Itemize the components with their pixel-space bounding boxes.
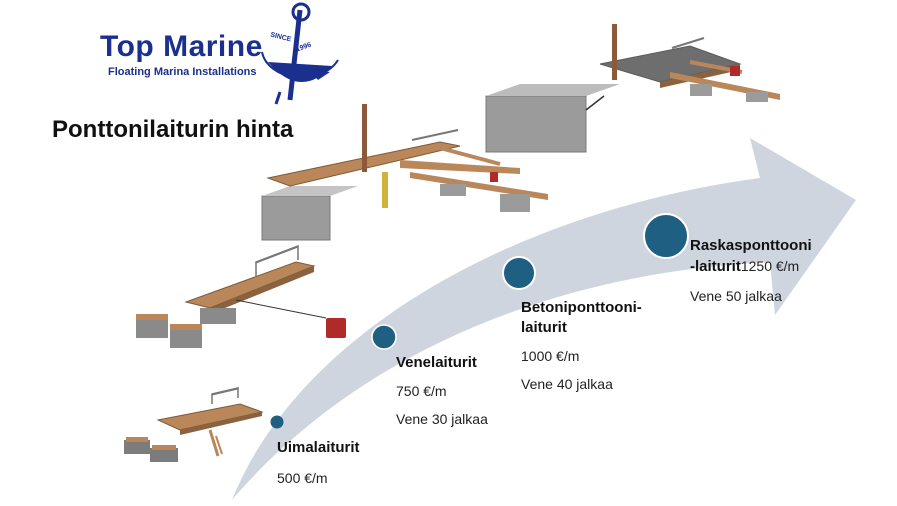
brand-tagline: Floating Marina Installations	[108, 66, 257, 78]
step-2-boat: Vene 30 jalkaa	[396, 411, 488, 427]
step-dot-4	[643, 213, 689, 259]
step-3-price: 1000 €/m	[521, 348, 580, 364]
brand-name: Top Marine	[100, 30, 263, 63]
step-4-boat: Vene 50 jalkaa	[690, 288, 782, 304]
step-2-price: 750 €/m	[396, 383, 447, 399]
step-dot-1	[270, 415, 284, 429]
page-title: Ponttonilaiturin hinta	[52, 116, 294, 143]
heavy-pontoon-dock-illustration	[485, 24, 780, 153]
step-1-name: Uimalaiturit	[277, 439, 360, 456]
boat-dock-illustration	[136, 244, 346, 348]
brand-emblem-icon	[261, 2, 339, 105]
step-4-name-line2: -laiturit	[690, 258, 741, 275]
step-4-name-line1: Raskasponttooni	[690, 237, 812, 254]
step-3-name-line1: Betoniponttooni-	[521, 299, 642, 316]
concrete-pontoon-dock-illustration	[261, 104, 548, 241]
step-4-name-row: -laiturit1250 €/m	[690, 256, 799, 277]
step-3-boat: Vene 40 jalkaa	[521, 376, 613, 392]
step-2-name: Venelaiturit	[396, 354, 477, 371]
progress-arrow	[232, 138, 856, 500]
step-1-price: 500 €/m	[277, 470, 328, 486]
step-dot-2	[371, 324, 397, 350]
step-4-price: 1250 €/m	[740, 258, 800, 274]
step-3-name-line2: laiturit	[521, 319, 567, 336]
swimming-dock-illustration	[124, 387, 264, 462]
step-dot-3	[502, 256, 536, 290]
